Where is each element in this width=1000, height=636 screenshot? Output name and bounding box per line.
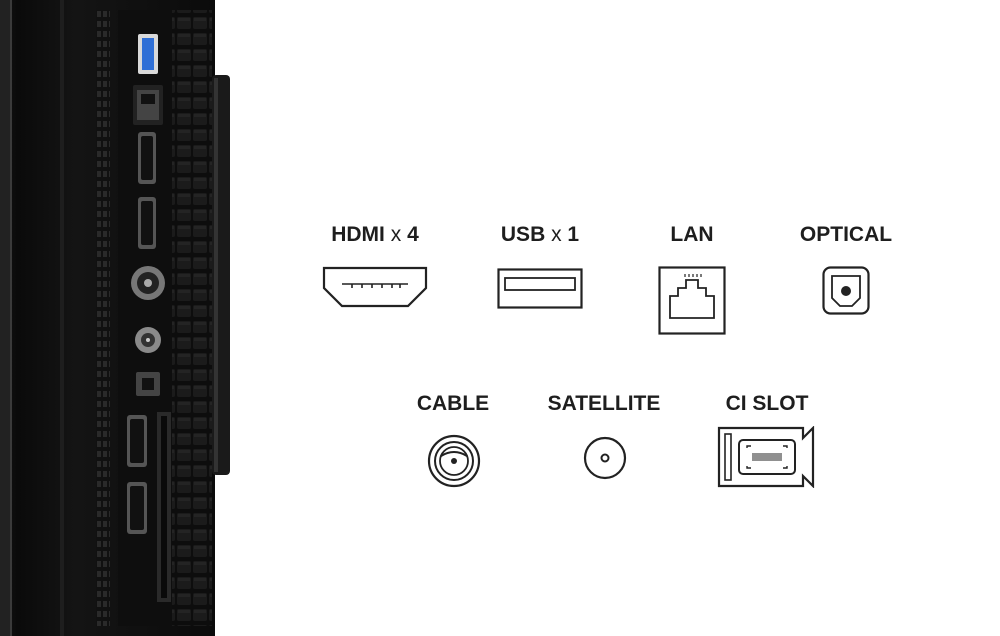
coax-cable-port-icon xyxy=(427,434,481,488)
hdmi-label: HDMI x 4 xyxy=(331,223,419,247)
ethernet-port-icon xyxy=(658,266,726,335)
usb-label-text: USB xyxy=(500,223,546,246)
satellite-label: SATELLITE xyxy=(547,392,661,415)
usb-label: USB x 1 xyxy=(501,223,579,247)
usb-multiplier: x xyxy=(551,223,562,246)
ci-slot-label: CI SLOT xyxy=(725,392,809,415)
tv-rear-panel-image xyxy=(0,0,230,636)
optical-label: OPTICAL xyxy=(799,223,893,246)
hdmi-count: 4 xyxy=(407,223,419,246)
hdmi-multiplier: x xyxy=(390,223,402,246)
usb-count: 1 xyxy=(567,223,580,246)
hdmi-port-icon xyxy=(322,266,428,308)
cable-label: CABLE xyxy=(416,392,490,415)
ci-slot-card-icon xyxy=(717,426,815,488)
lan-label: LAN xyxy=(670,223,714,246)
usb-port-icon xyxy=(497,268,583,309)
hdmi-label-text: HDMI xyxy=(331,223,385,246)
satellite-port-icon xyxy=(583,436,627,480)
optical-port-icon xyxy=(822,266,870,315)
